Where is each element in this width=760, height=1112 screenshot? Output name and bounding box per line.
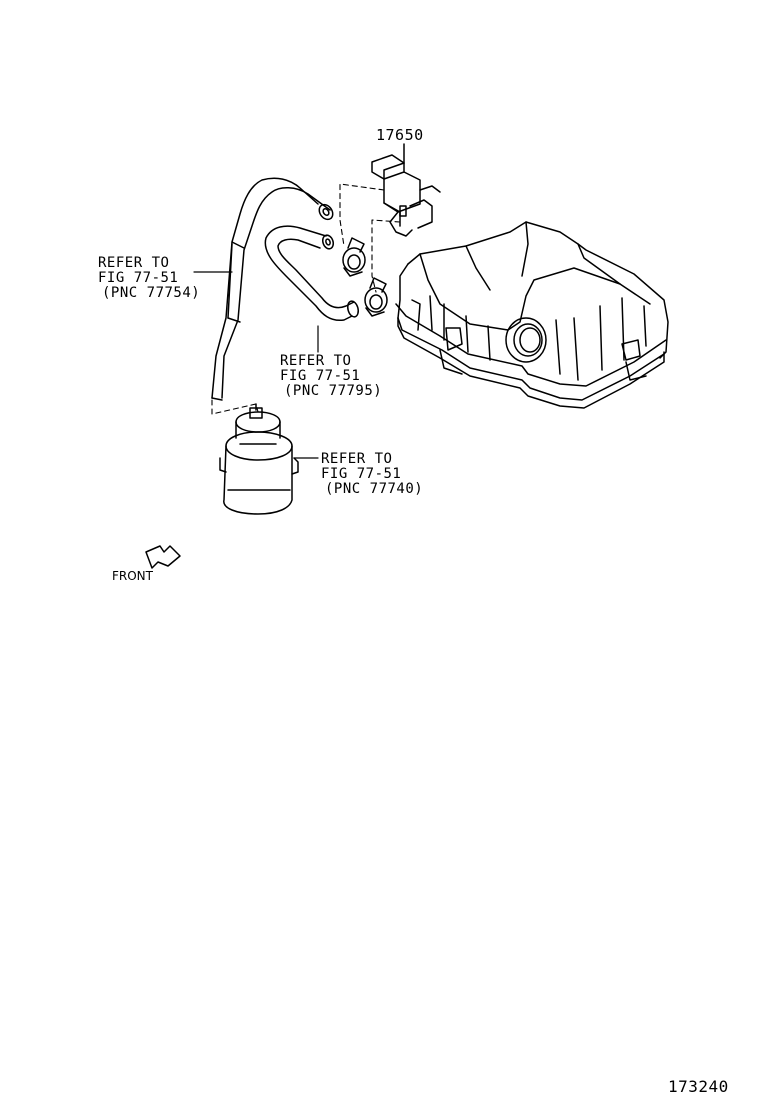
- ref-line-1: REFER TO: [321, 451, 393, 467]
- ref-line-2: FIG 77-51: [98, 270, 179, 286]
- ref-line-3: (PNC 77740): [325, 481, 424, 497]
- ref-line-2: FIG 77-51: [321, 466, 402, 482]
- ref-line-3: (PNC 77754): [102, 285, 201, 301]
- vacuum-switching-valve: [371, 143, 441, 237]
- hose-clamp-lower: [364, 277, 388, 317]
- figure-id: 173240: [668, 1077, 729, 1096]
- air-cleaner-housing: [395, 221, 669, 409]
- middle-hose: [264, 225, 360, 322]
- ref-line-1: REFER TO: [98, 255, 170, 271]
- hose-clamp-upper: [342, 237, 366, 277]
- long-hose: [211, 177, 334, 401]
- front-arrow: [145, 545, 181, 569]
- ref-line-3: (PNC 77795): [284, 383, 383, 399]
- ref-line-2: FIG 77-51: [280, 368, 361, 384]
- part-number-17650: 17650: [376, 126, 424, 144]
- ref-line-1: REFER TO: [280, 353, 352, 369]
- front-label: FRONT: [112, 569, 153, 583]
- leader-lines: [193, 271, 319, 459]
- charcoal-canister: [219, 403, 299, 515]
